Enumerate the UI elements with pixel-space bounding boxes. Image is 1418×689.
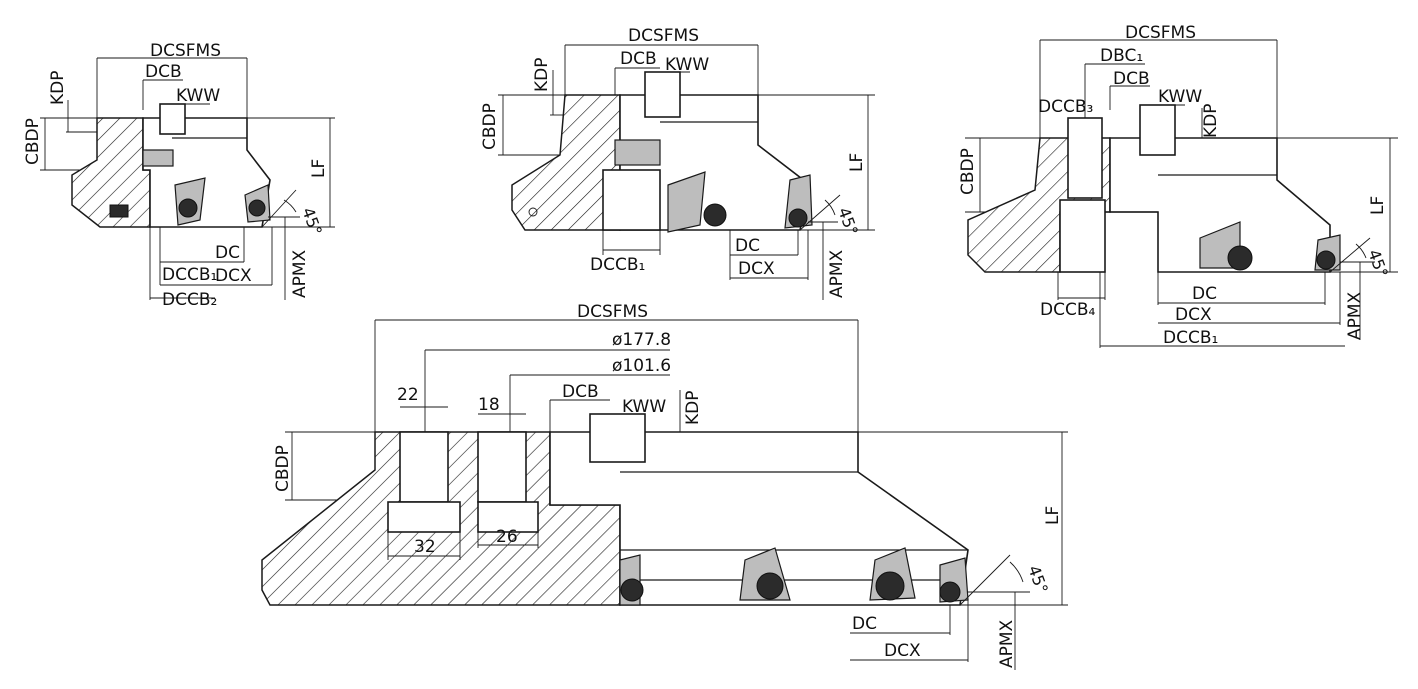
cutter-4-screw-c — [620, 578, 644, 602]
fig4-dcx-label: DCX — [884, 641, 921, 661]
fig1-dcx-label: DCX — [215, 266, 252, 286]
fig1-dcsfms-label: DCSFMS — [150, 41, 221, 61]
cutter-3-counterbore — [1059, 199, 1106, 273]
fig1-kww-label: KWW — [176, 86, 220, 106]
fig3-dccb1-label: DCCB₁ — [1163, 328, 1218, 348]
fig2-dcb-label: DCB — [620, 49, 657, 69]
fig2-dcsfms-label: DCSFMS — [628, 26, 699, 46]
fig3-dcb-label: DCB — [1113, 69, 1150, 89]
cutter-1-insert-c — [109, 204, 129, 218]
cutter-figure-4: DCSFMS ø177.8 ø101.6 22 18 DCB KWW KDP C… — [261, 302, 1068, 670]
fig3-kww-label: KWW — [1158, 87, 1202, 107]
cutter-2-bore — [614, 139, 661, 166]
cutter-1-keyway — [159, 103, 186, 135]
fig4-dia2-label: ø101.6 — [612, 356, 671, 376]
fig2-dc-label: DC — [735, 236, 760, 256]
cutter-1-bore — [142, 149, 174, 167]
fig1-dc-label: DC — [215, 243, 240, 263]
cutter-1-screw-a — [178, 198, 198, 218]
fig2-apmx-label: APMX — [827, 249, 847, 298]
fig1-kdp-label: KDP — [48, 71, 68, 106]
fig4-kdp-label: KDP — [683, 391, 703, 426]
fig2-kdp-label: KDP — [532, 58, 552, 93]
fig1-cbdp-label: CBDP — [23, 118, 43, 165]
cutter-figure-2: DCSFMS DCB KWW KDP CBDP LF 45° DC DCCB₁ … — [480, 26, 875, 300]
fig4-cbdp-label: CBDP — [273, 445, 293, 492]
cutter-2-coolant-hole — [528, 207, 538, 217]
cutter-4-screw-a — [756, 572, 784, 600]
cutter-2-counterbore — [602, 169, 661, 231]
cutter-figure-1: DCSFMS DCB KWW KDP CBDP LF 45° DC DCCB₁ … — [23, 41, 335, 310]
cutter-1-screw-b — [248, 199, 266, 217]
cutter-2-screw-a — [703, 203, 727, 227]
fig3-lf-label: LF — [1368, 196, 1388, 215]
fig1-dccb2-label: DCCB₂ — [162, 290, 217, 310]
fig3-dcx-label: DCX — [1175, 305, 1212, 325]
fig4-w32-label: 32 — [414, 537, 436, 557]
cutter-4-counterbore-a — [387, 501, 461, 533]
cutter-4-screw-b — [875, 571, 905, 601]
cutter-3-keyway — [1139, 104, 1176, 156]
fig4-dcb-label: DCB — [562, 382, 599, 402]
cutter-figure-3: DCSFMS DBC₁ DCB KWW KDP DCCB₃ CBDP LF 45… — [958, 23, 1398, 348]
cutter-4-bore-b — [477, 431, 527, 503]
fig2-lf-label: LF — [847, 153, 867, 172]
fig3-dccb3-label: DCCB₃ — [1038, 97, 1093, 117]
cutter-3-bore — [1067, 117, 1103, 199]
cutter-2-insert-a — [667, 171, 706, 233]
fig3-dccb4-label: DCCB₄ — [1040, 300, 1095, 320]
fig4-w22-label: 22 — [397, 385, 419, 405]
fig4-kww-label: KWW — [622, 397, 666, 417]
fig3-dcsfms-label: DCSFMS — [1125, 23, 1196, 43]
cutter-3-screw-b — [1316, 250, 1336, 270]
fig1-dcb-label: DCB — [145, 62, 182, 82]
cutter-4-keyway — [589, 413, 646, 463]
fig2-cbdp-label: CBDP — [480, 103, 500, 150]
fig4-angle-label: 45° — [1024, 563, 1052, 596]
cutter-2-screw-b — [788, 208, 808, 228]
fig3-dc-label: DC — [1192, 284, 1217, 304]
fig3-angle-label: 45° — [1364, 247, 1392, 280]
cutter-2-keyway — [644, 71, 681, 118]
fig1-dccb1-label: DCCB₁ — [162, 265, 217, 285]
fig4-dia1-label: ø177.8 — [612, 330, 671, 350]
fig4-w18-label: 18 — [478, 395, 500, 415]
fig4-apmx-label: APMX — [997, 619, 1017, 668]
cutter-4-counterbore-b — [477, 501, 539, 533]
cutter-4-bore-a — [399, 431, 449, 503]
fig4-dc-label: DC — [852, 614, 877, 634]
fig4-dcsfms-label: DCSFMS — [577, 302, 648, 322]
fig3-kdp-label: KDP — [1201, 104, 1221, 139]
fig4-lf-label: LF — [1043, 506, 1063, 525]
cutter-4-screw-d — [939, 581, 961, 603]
fig3-dbc1-label: DBC₁ — [1100, 46, 1143, 66]
fig3-apmx-label: APMX — [1345, 291, 1365, 340]
fig2-kww-label: KWW — [665, 55, 709, 75]
cutter-3-screw-a — [1227, 245, 1253, 271]
fig2-dccb1-label: DCCB₁ — [590, 255, 645, 275]
fig1-angle-label: 45° — [298, 205, 326, 238]
fig3-cbdp-label: CBDP — [958, 148, 978, 195]
fig2-dcx-label: DCX — [738, 259, 775, 279]
fig1-lf-label: LF — [309, 159, 329, 178]
fig4-w26-label: 26 — [496, 527, 518, 547]
fig2-angle-label: 45° — [834, 205, 862, 238]
fig1-apmx-label: APMX — [290, 249, 310, 298]
